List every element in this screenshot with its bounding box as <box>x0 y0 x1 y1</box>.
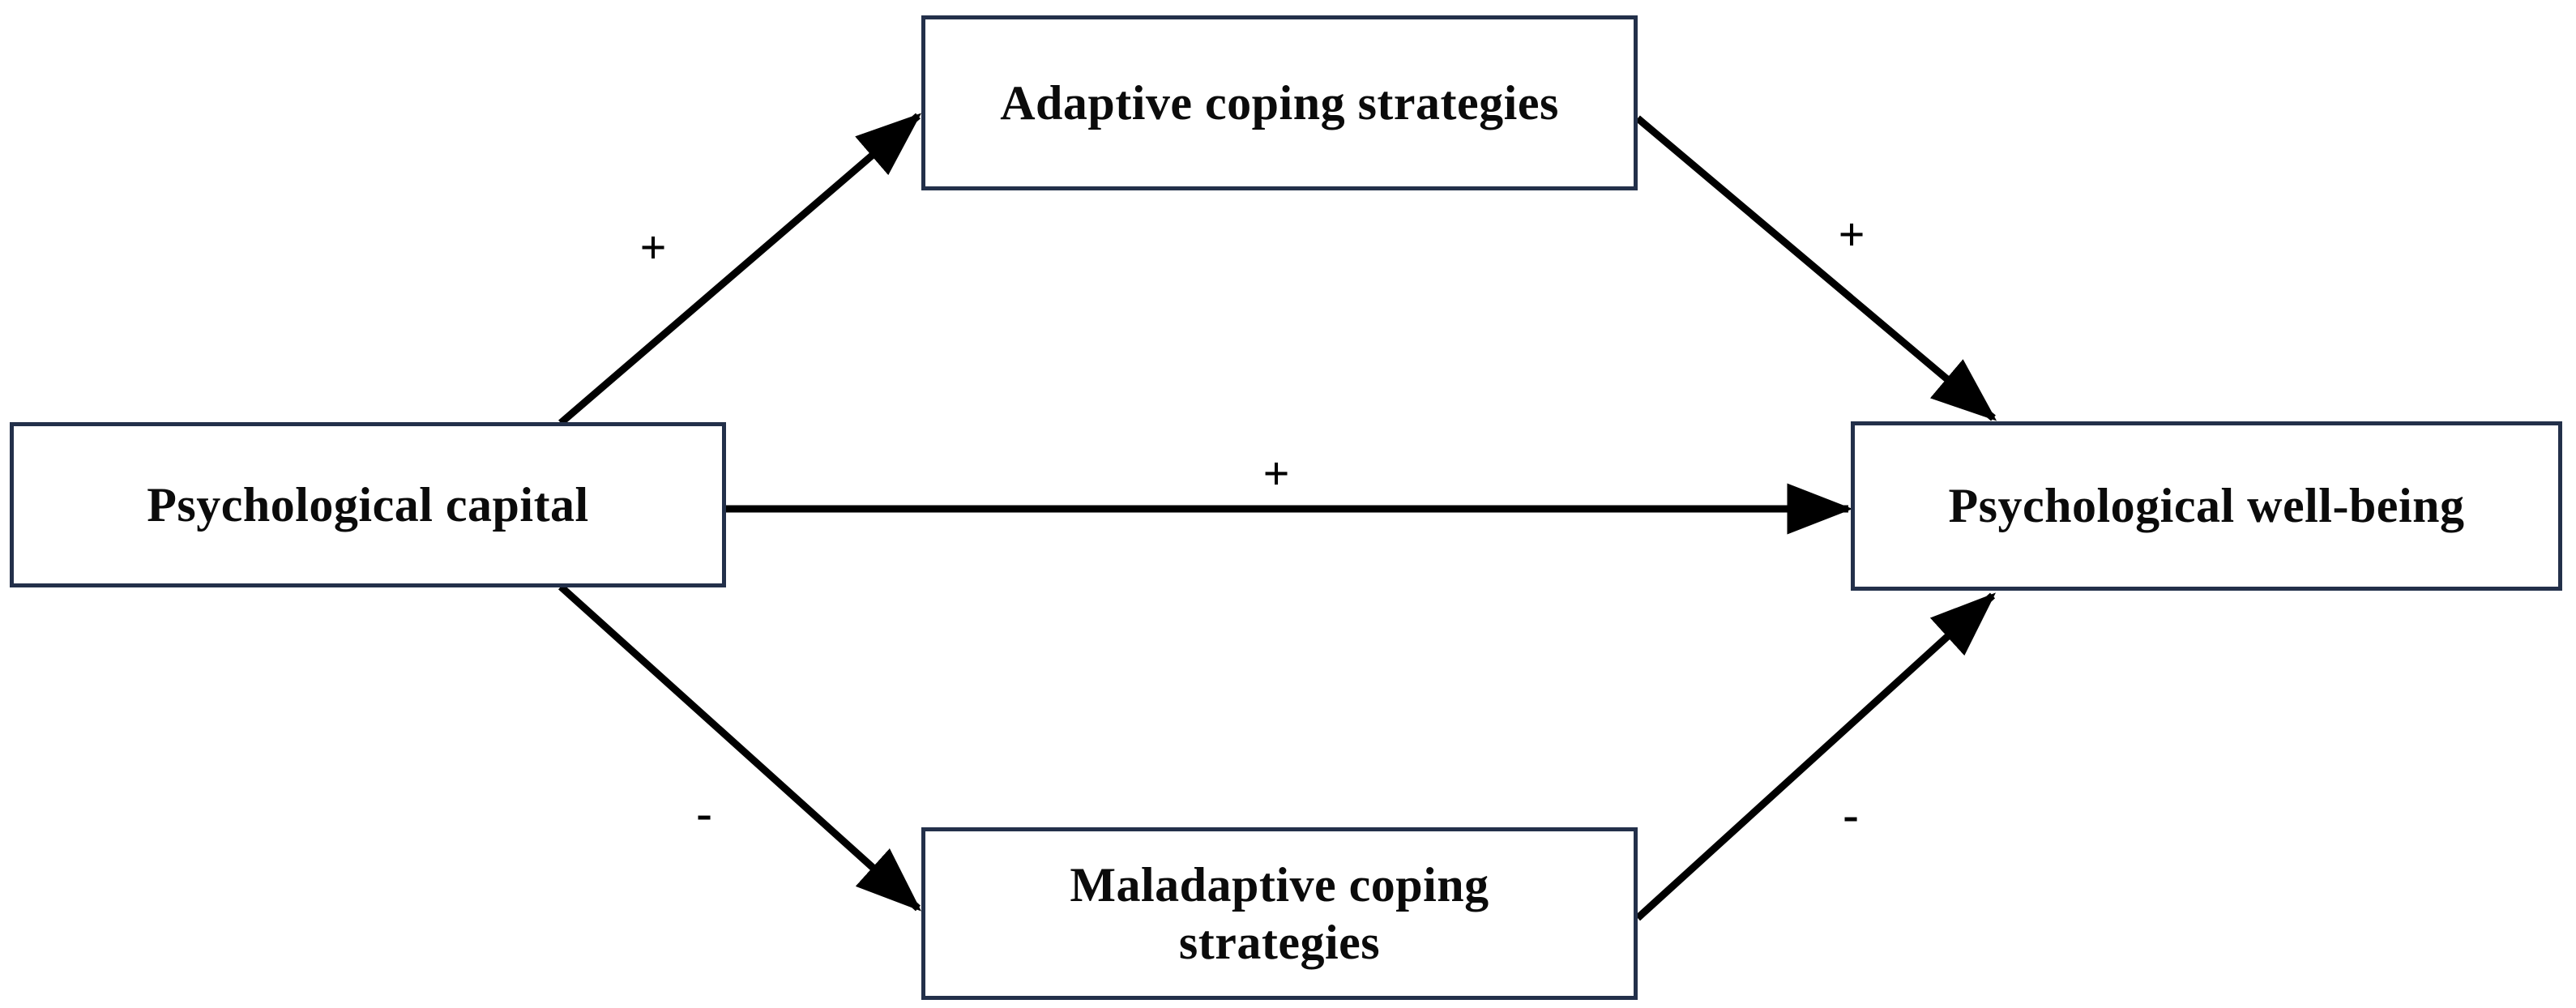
edge-psycap-to-maladaptive <box>557 583 922 912</box>
edge-sign-psycap-to-adaptive: + <box>639 221 667 274</box>
edge-psycap-to-adaptive <box>558 113 922 426</box>
node-psychological-capital[interactable]: Psychological capital <box>10 422 726 587</box>
node-label-adaptive-coping-strategies: Adaptive coping strategies <box>1000 75 1559 130</box>
edge-maladaptive-to-wellbeing <box>1634 592 1996 921</box>
edge-adaptive-to-wellbeing <box>1635 115 1997 421</box>
edge-sign-adaptive-to-wellbeing: + <box>1838 208 1865 261</box>
edge-sign-maladaptive-to-wellbeing: - <box>1843 788 1859 841</box>
node-adaptive-coping-strategies[interactable]: Adaptive coping strategies <box>921 15 1638 190</box>
edge-sign-psycap-to-wellbeing: + <box>1262 447 1290 500</box>
node-label-maladaptive-coping-strategies: Maladaptive coping strategies <box>1070 857 1489 969</box>
edge-sign-psycap-to-maladaptive: - <box>696 787 712 839</box>
node-label-psychological-well-being: Psychological well-being <box>1948 479 2465 533</box>
node-maladaptive-coping-strategies[interactable]: Maladaptive coping strategies <box>921 827 1638 1000</box>
node-psychological-well-being[interactable]: Psychological well-being <box>1851 421 2562 591</box>
node-label-psychological-capital: Psychological capital <box>147 477 589 532</box>
